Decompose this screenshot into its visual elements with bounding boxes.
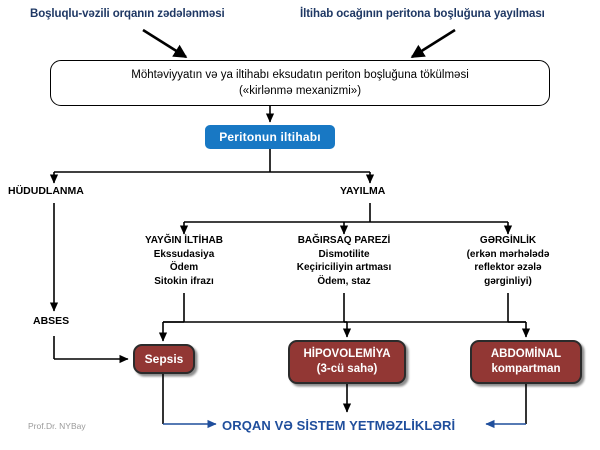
group-item: reflektor əzələ: [474, 262, 542, 273]
complication-box-abdominal-compartment: ABDOMİNAL kompartman: [470, 340, 582, 384]
cause-label-right: İltihab ocağının peritona boşluğuna yayı…: [300, 8, 545, 20]
central-node-peritonitis: Peritonun iltihabı: [205, 125, 335, 149]
spread-group-inflammation: YAYĞIN İLTİHAB Ekssudasiya Ödem Sitokin …: [124, 234, 244, 288]
complication-line-1: HİPOVOLEMİYA: [303, 348, 391, 360]
mechanism-box: Möhtəviyyatın və ya iltihabı eksudatın p…: [50, 60, 550, 106]
complication-line-1: ABDOMİNAL: [490, 348, 562, 360]
group-item: Ekssudasiya: [153, 248, 215, 260]
central-node-label: Peritonun iltihabı: [219, 130, 321, 144]
mechanism-line-1: Möhtəviyyatın və ya iltihabı eksudatın p…: [131, 69, 469, 81]
complication-box-sepsis: Sepsis: [133, 344, 195, 374]
author-watermark: Prof.Dr. NYBay: [28, 421, 86, 431]
limited-outcome-abscess: ABSES: [33, 315, 70, 327]
group-title: BAĞIRSAQ PAREZİ: [297, 235, 391, 246]
group-item: Keçiriciliyin artması: [296, 262, 392, 273]
group-title: YAYĞIN İLTİHAB: [145, 235, 223, 246]
complication-line-2: (3-cü sahə): [316, 363, 378, 375]
group-item: Ödem, staz: [317, 275, 371, 287]
group-item: Dismotilite: [318, 248, 370, 260]
group-item: Ödem: [169, 262, 199, 273]
group-item: gərginliyi): [484, 275, 532, 287]
complication-line-2: kompartman: [491, 363, 561, 375]
final-outcome-label: ORQAN VƏ SİSTEM YETMƏZLİKLƏRİ: [222, 418, 456, 433]
group-item: (erkən mərhələdə: [466, 248, 550, 260]
complication-box-hypovolemia: HİPOVOLEMİYA (3-cü sahə): [288, 340, 406, 384]
cause-label-left: Boşluqlu-vəzili orqanın zədələnməsi: [30, 8, 225, 20]
branch-label-spread: YAYILMA: [340, 185, 386, 197]
mechanism-line-2: («kirlənmə mexanizmi»): [238, 85, 362, 97]
complication-line-1: Sepsis: [144, 351, 184, 366]
group-item: Sitokin ifrazı: [154, 275, 214, 287]
spread-group-tension: GƏRGİNLİK (erkən mərhələdə reflektor əzə…: [448, 234, 568, 288]
group-title: GƏRGİNLİK: [479, 235, 537, 246]
spread-group-intestinal-paresis: BAĞIRSAQ PAREZİ Dismotilite Keçiriciliyi…: [281, 234, 407, 288]
branch-label-limited: HÜDUDLANMA: [8, 185, 84, 197]
